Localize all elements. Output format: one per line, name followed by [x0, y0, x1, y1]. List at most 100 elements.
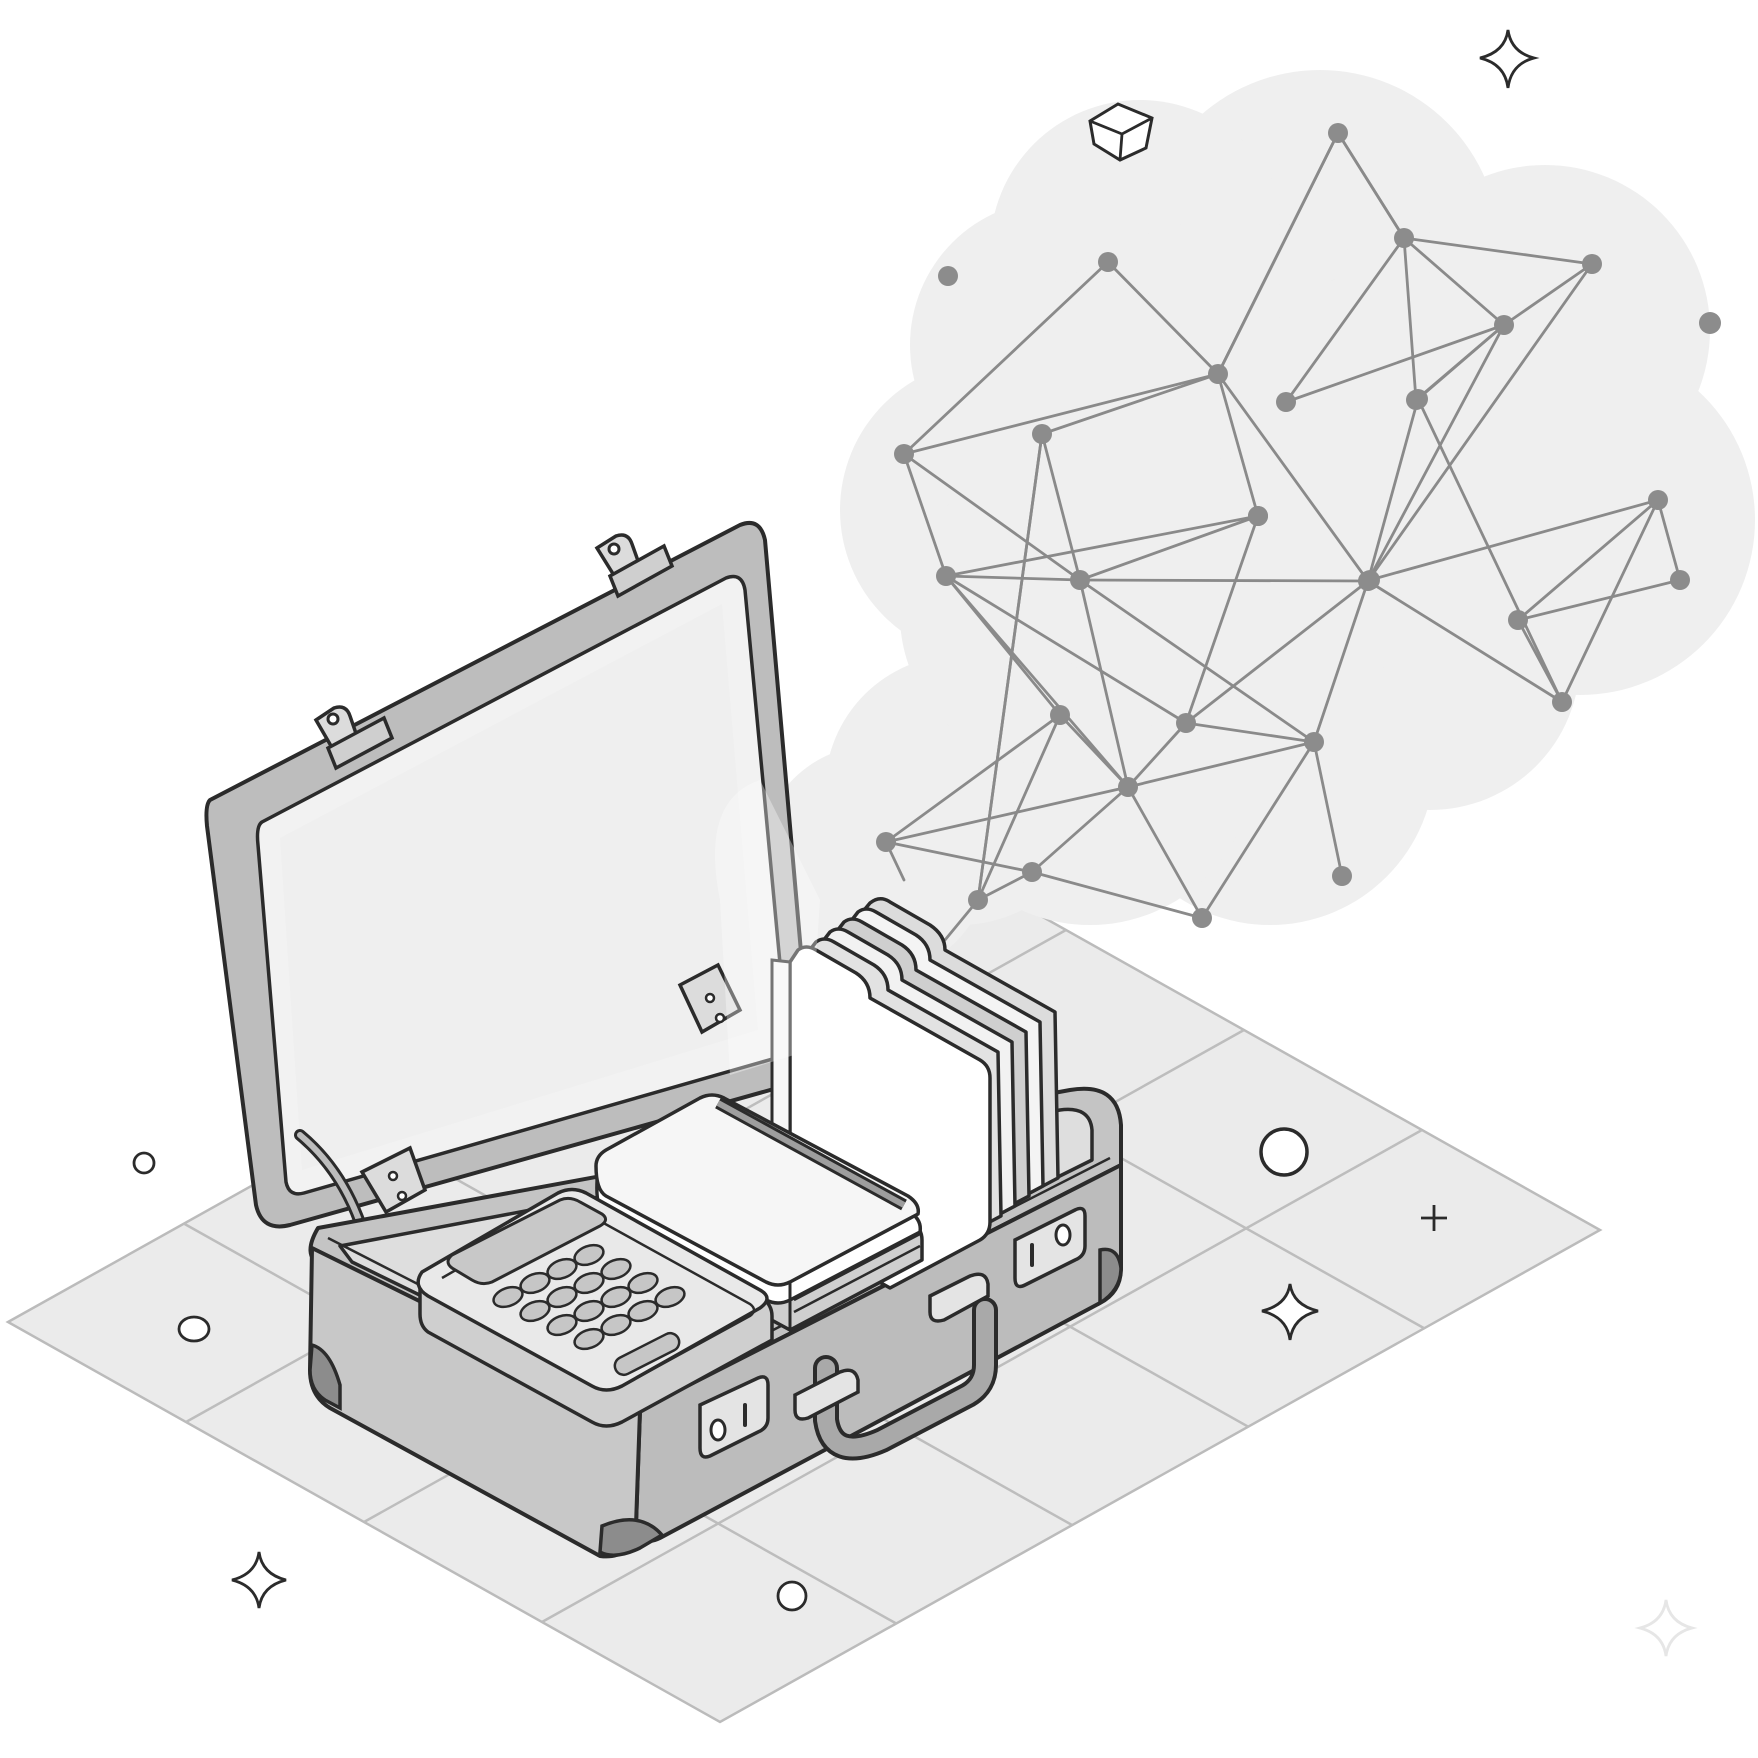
network-edge: [1366, 579, 1564, 704]
calculator-key: [600, 1285, 632, 1309]
network-edge: [976, 432, 1044, 902]
network-edge: [1516, 498, 1660, 622]
folder-icon: [770, 897, 1060, 1290]
network-edge: [1216, 372, 1370, 583]
network-edge: [902, 372, 1220, 456]
sparkle-icon: [231, 1551, 287, 1609]
network-node: [1176, 713, 1196, 733]
ring-decoration: [132, 1151, 156, 1175]
network-node: [1276, 392, 1296, 412]
sparkle-icon: [1634, 1599, 1698, 1657]
network-node: [968, 890, 988, 910]
network-node: [1118, 777, 1138, 797]
network-edge: [1126, 740, 1316, 789]
briefcase-lid: [204, 520, 813, 1229]
decorations: [132, 29, 1698, 1657]
network-edge: [1368, 498, 1660, 582]
hinge-left: [359, 1145, 428, 1215]
network-node: [1508, 610, 1528, 630]
dot-decorations: [938, 266, 1721, 334]
calculator-key: [627, 1299, 659, 1323]
ring-decoration: [177, 1315, 211, 1343]
calculator-key: [600, 1257, 632, 1281]
calculator-key: [573, 1299, 605, 1323]
calculator-key: [600, 1313, 632, 1337]
network-edge: [976, 713, 1062, 902]
network-node: [1098, 252, 1118, 272]
network-node: [1328, 123, 1348, 143]
briefcase-icon: [204, 520, 1123, 1559]
calculator-key: [492, 1285, 524, 1309]
calculator-key: [613, 1331, 681, 1377]
network-node: [1582, 254, 1602, 274]
network-node: [1208, 364, 1228, 384]
network-edge: [1030, 785, 1130, 874]
calculator-key: [519, 1271, 551, 1295]
network-node: [1032, 424, 1052, 444]
network-node: [936, 566, 956, 586]
network-node: [1070, 570, 1090, 590]
network-edge: [1312, 740, 1344, 878]
network-node: [1358, 571, 1378, 591]
network-edge: [1284, 236, 1406, 404]
network-edge: [1126, 721, 1188, 789]
network-edge: [902, 452, 948, 578]
network-edge: [884, 785, 1130, 844]
network-node: [1192, 908, 1212, 928]
network-edge: [1516, 618, 1564, 704]
network-edge: [1502, 262, 1594, 327]
network-node: [1670, 570, 1690, 590]
network-edge: [902, 452, 1082, 582]
ring-decoration: [776, 1580, 808, 1612]
lid-latch-right: [594, 533, 675, 599]
network-edge: [1402, 236, 1506, 327]
network-edge: [1312, 579, 1370, 744]
network-edge: [1184, 721, 1316, 744]
network-edge: [1656, 498, 1682, 582]
network-edge: [884, 713, 1062, 844]
network-edge: [884, 840, 1034, 874]
network-edge: [1416, 323, 1506, 401]
cube-icon: [1088, 102, 1154, 162]
network-node: [894, 444, 914, 464]
briefcase-handle: [793, 1272, 998, 1461]
calculator-key: [627, 1271, 659, 1295]
network-edge: [1402, 236, 1418, 402]
calculator-key: [654, 1285, 686, 1309]
network-edge: [1078, 578, 1316, 744]
hinge-right: [677, 962, 743, 1035]
cloud: [760, 70, 1755, 975]
network-graph: [876, 123, 1690, 982]
network-node: [1332, 866, 1352, 886]
network-edge: [1516, 578, 1682, 622]
network-node: [1408, 389, 1428, 409]
network-edge: [1336, 131, 1406, 240]
calculator-key: [546, 1257, 578, 1281]
network-edge: [1040, 372, 1220, 436]
lock-front: [698, 1375, 770, 1459]
calculator-key: [546, 1285, 578, 1309]
ring-decoration: [1259, 1127, 1309, 1177]
lock-side: [1013, 1206, 1087, 1289]
network-node: [1394, 228, 1414, 248]
network-edge: [1284, 323, 1506, 404]
network-node: [1304, 732, 1324, 752]
calculator-key: [573, 1271, 605, 1295]
calculator-icon: [416, 1187, 774, 1428]
sparkle-icon: [1479, 29, 1540, 89]
lid-latch-left: [313, 705, 395, 771]
calculator-key: [519, 1299, 551, 1323]
network-edge: [902, 260, 1110, 456]
plus-icon: [1421, 1205, 1447, 1231]
network-edge: [1216, 131, 1340, 376]
network-edge: [1030, 870, 1204, 920]
network-edge: [1216, 372, 1260, 518]
calculator-key: [573, 1327, 605, 1351]
network-node: [1248, 506, 1268, 526]
sparkle-icon: [1261, 1283, 1319, 1341]
network-edge: [1058, 713, 1130, 789]
network-node: [1494, 315, 1514, 335]
calculator-key: [573, 1243, 605, 1267]
book-icon: [594, 1093, 924, 1332]
network-edge: [1402, 236, 1594, 266]
